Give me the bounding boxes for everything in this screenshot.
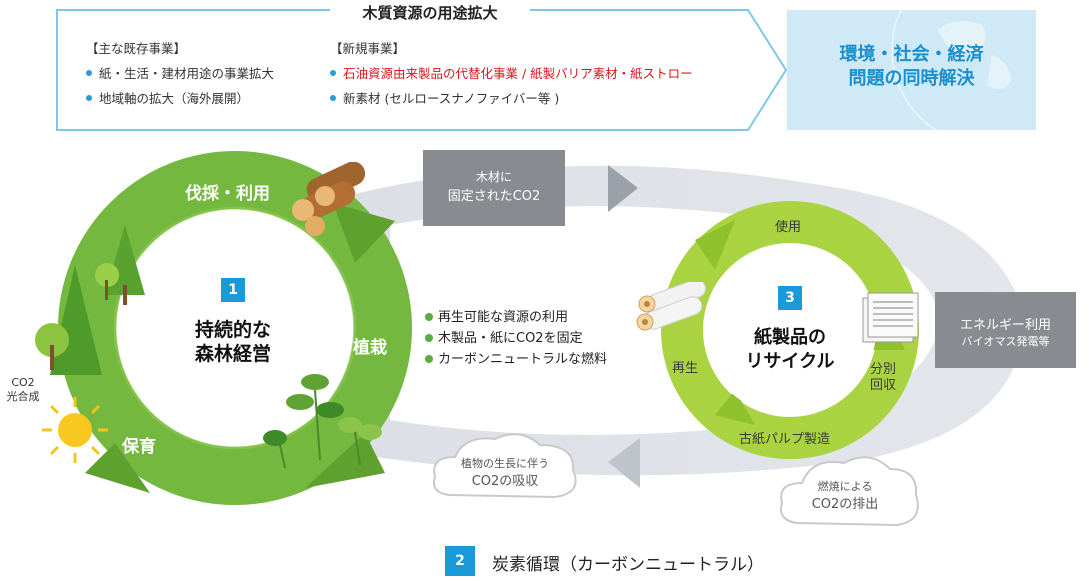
globe-map-icon (891, 10, 1012, 130)
forest-number-badge: 1 (221, 278, 245, 302)
cloud-absorb (433, 433, 577, 499)
label-pulp: 古紙パルプ製造 (739, 432, 831, 447)
fixed-co2-box: 木材に 固定されたCO2 (423, 150, 565, 226)
label-plant: 植栽 (353, 338, 387, 358)
existing-heading: 【主な既存事業】 (86, 41, 187, 56)
seedlings-icon (263, 374, 382, 469)
cloud-emit-text: 燃焼による CO2の排出 (811, 480, 879, 512)
forest-title: 持続的な 森林経営 (194, 319, 271, 365)
benefit-item-1: 再生可能な資源の利用 (425, 306, 568, 325)
benefit-item-3: カーボンニュートラルな燃料 (425, 348, 607, 367)
goal-text: 環境・社会・経済 問題の同時解決 (839, 44, 984, 89)
sun-icon (42, 397, 108, 463)
cloud-absorb-text: 植物の生長に伴う CO2の吸収 (461, 457, 549, 489)
new-item-1: 石油資源由来製品の代替化事業 / 紙製バリア素材・紙ストロー (330, 63, 693, 82)
label-regen: 再生 (672, 361, 699, 376)
label-collect: 分別 回収 (870, 362, 897, 393)
banner-title: 木質資源の用途拡大 (330, 2, 530, 23)
benefit-item-2: 木製品・紙にCO2を固定 (425, 327, 583, 346)
label-nurture: 保育 (122, 437, 156, 457)
paper-rolls-icon (636, 282, 706, 331)
label-use: 使用 (775, 220, 802, 235)
label-harvest: 伐採・利用 (185, 184, 270, 204)
carbon-number-badge: 2 (445, 546, 475, 576)
top-banner-frame (56, 9, 788, 131)
new-item-2: 新素材 (セルロースナノファイバー等 ) (330, 88, 559, 107)
energy-box: エネルギー利用 バイオマス発電等 (935, 292, 1076, 368)
logs-icon (292, 162, 366, 236)
recycle-number-badge: 3 (778, 286, 802, 310)
recycle-title: 紙製品の リサイクル (745, 327, 835, 372)
photosynthesis-label: CO2 光合成 (6, 376, 40, 403)
newspaper-stack-icon (862, 292, 919, 343)
carbon-cycle-label: 炭素循環（カーボンニュートラル） (492, 555, 764, 575)
forest-trees-icon (35, 225, 145, 375)
existing-item-1: 紙・生活・建材用途の事業拡大 (86, 63, 274, 82)
new-heading: 【新規事業】 (330, 41, 406, 56)
existing-item-2: 地域軸の拡大（海外展開） (86, 88, 249, 107)
cloud-emit (780, 456, 919, 527)
